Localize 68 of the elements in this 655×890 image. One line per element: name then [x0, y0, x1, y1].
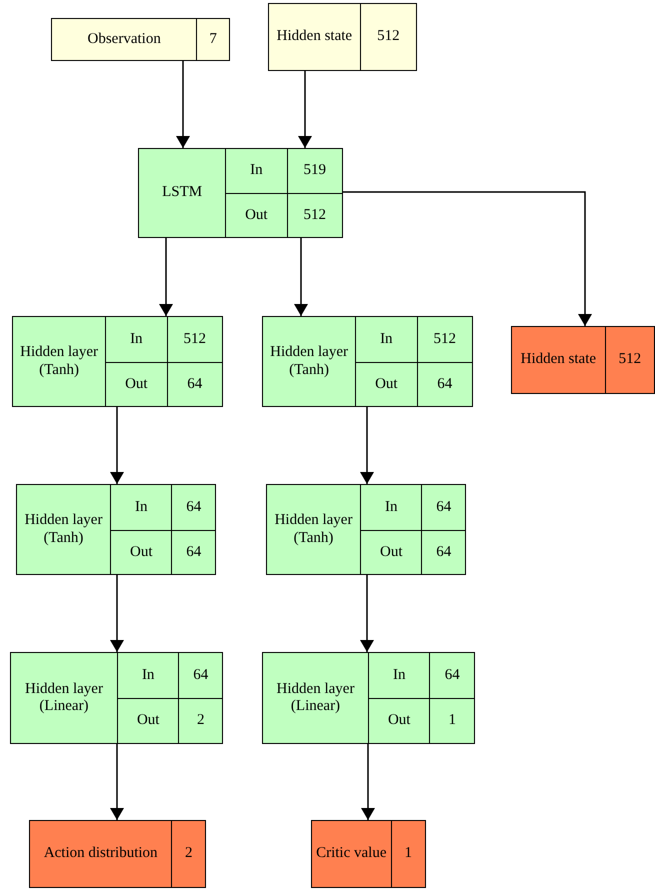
arrow — [294, 238, 308, 316]
arrow — [343, 191, 592, 326]
record-box — [29, 820, 206, 888]
record-name: Hidden state — [520, 351, 596, 369]
arrow — [159, 238, 173, 316]
record-value: 512 — [377, 28, 400, 46]
record-box — [511, 326, 655, 394]
field-value: 64 — [187, 376, 202, 393]
layer-name: Hidden layer (Linear) — [24, 680, 104, 716]
record-name: Observation — [88, 30, 161, 48]
field-value: 64 — [186, 498, 202, 516]
field-value: 512 — [184, 330, 206, 348]
field-label: In — [130, 330, 143, 348]
record-box — [262, 316, 473, 407]
field-label: Out — [125, 376, 148, 393]
field-value: 64 — [444, 666, 460, 684]
record-box — [12, 316, 223, 407]
record-box — [138, 148, 343, 238]
field-value: 64 — [193, 666, 208, 684]
record-value: 2 — [184, 845, 192, 863]
record-box — [51, 18, 230, 61]
field-label: Out — [130, 544, 152, 561]
layer-name: Hidden layer (Tanh) — [24, 512, 104, 547]
layer-name: LSTM — [162, 184, 202, 202]
arrow — [176, 61, 190, 148]
field-value: 1 — [448, 712, 456, 730]
record-name: Action distribution — [44, 845, 158, 863]
record-box — [16, 484, 216, 575]
field-label: In — [384, 498, 398, 516]
record-box — [268, 3, 417, 71]
field-label: In — [134, 498, 148, 516]
layer-name: Hidden layer (Tanh) — [19, 344, 99, 379]
field-label: Out — [375, 376, 398, 393]
field-value: 2 — [196, 712, 204, 730]
field-value: 512 — [304, 206, 326, 224]
record-name: Hidden state — [276, 28, 352, 46]
field-label: Out — [388, 712, 410, 730]
record-name: Critic value — [316, 845, 386, 863]
arrow — [110, 407, 124, 484]
field-value: 64 — [186, 544, 202, 561]
field-label: In — [380, 330, 393, 348]
record-value: 7 — [209, 30, 217, 48]
field-label: Out — [136, 712, 160, 730]
arrow — [361, 744, 375, 820]
arrow — [298, 71, 312, 148]
field-label: In — [142, 666, 154, 684]
arrow — [110, 744, 124, 820]
field-value: 519 — [304, 162, 326, 180]
field-value: 512 — [434, 330, 456, 348]
arrow — [360, 575, 374, 652]
record-value: 1 — [404, 845, 412, 863]
field-value: 64 — [437, 376, 452, 393]
record-box — [262, 652, 475, 744]
layer-name: Hidden layer (Tanh) — [274, 512, 354, 547]
field-label: Out — [245, 206, 268, 224]
field-value: 64 — [436, 498, 452, 516]
record-value: 512 — [618, 351, 642, 369]
field-label: In — [392, 666, 406, 684]
layer-name: Hidden layer (Tanh) — [269, 344, 349, 379]
arrow — [360, 407, 374, 484]
layer-name: Hidden layer (Linear) — [276, 680, 356, 716]
field-label: In — [250, 162, 263, 180]
arrow — [110, 575, 124, 652]
field-label: Out — [380, 544, 402, 561]
record-box — [266, 484, 466, 575]
field-value: 64 — [436, 544, 452, 561]
record-box — [10, 652, 223, 744]
record-box — [311, 820, 426, 888]
